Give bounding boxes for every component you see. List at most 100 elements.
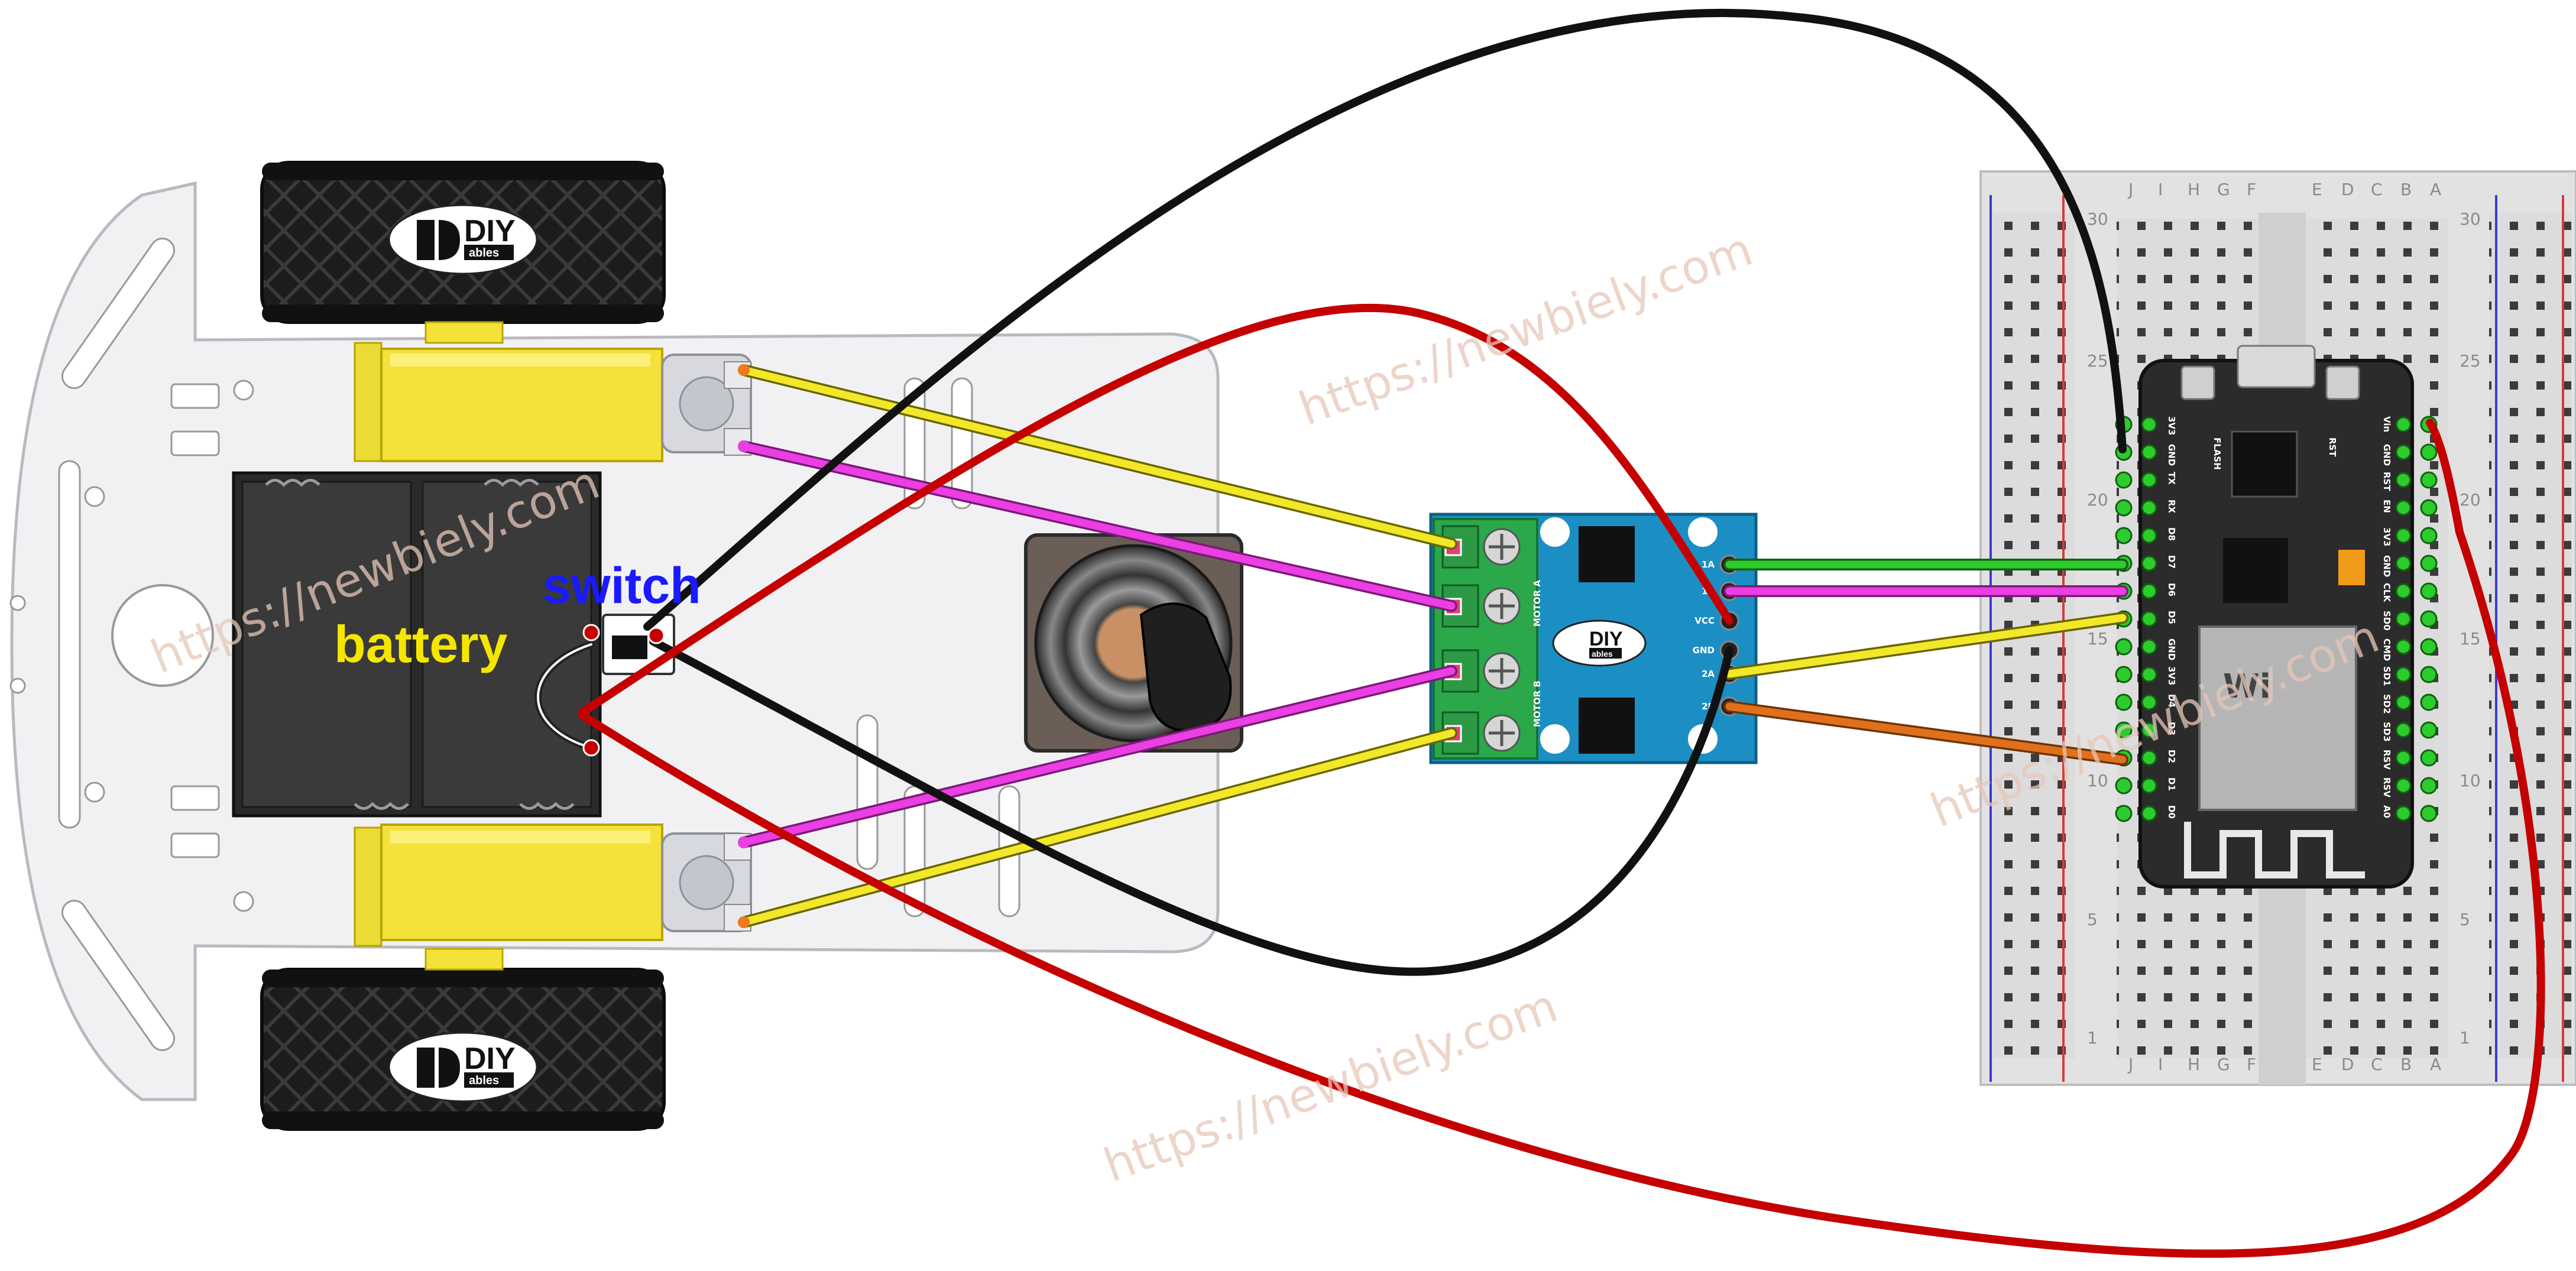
logo-subtext: ables <box>1592 649 1613 659</box>
nodemcu-pin <box>2395 722 2412 738</box>
nodemcu-pin-label: GND <box>2381 444 2392 466</box>
nodemcu-pin <box>2420 499 2438 517</box>
breadboard-column-label: B <box>2400 1055 2412 1074</box>
nodemcu-pin <box>2141 750 2157 766</box>
nodemcu-pin <box>2395 805 2412 822</box>
breadboard-column-label: C <box>2371 180 2383 199</box>
logo-text: DIY <box>464 214 516 248</box>
flash-button-label: FLASH <box>2212 437 2222 470</box>
breadboard-row-number: 20 <box>2460 490 2481 510</box>
nodemcu-pin <box>2420 721 2438 739</box>
wire-black-switch-to-gnd <box>649 637 1733 976</box>
nodemcu-right-pin-labels: VinGNDRSTEN3V3GNDCLKSD0CMDSD1SD2SD3RSVRS… <box>2381 416 2392 818</box>
nodemcu-pin <box>2115 721 2133 739</box>
wheel-top: DIY ables <box>260 161 666 344</box>
chassis-slot <box>170 832 220 858</box>
nodemcu-pin <box>2395 555 2412 572</box>
nodemcu-pin <box>2115 638 2133 656</box>
gear-motor-bottom <box>354 823 752 947</box>
wire-red-battery-to-vin <box>578 419 2545 1258</box>
watermark: https://newbiely.com <box>1097 980 1564 1193</box>
nodemcu-pin-label: SD0 <box>2381 611 2392 631</box>
chassis-slot <box>170 430 220 456</box>
breadboard-row-number: 30 <box>2087 209 2108 229</box>
nodemcu-pin-label: D6 <box>2166 583 2177 596</box>
battery-label: battery <box>334 615 507 673</box>
breadboard-row-number: 15 <box>2460 629 2481 649</box>
nodemcu-pin <box>2141 805 2157 822</box>
nodemcu-pin <box>2395 777 2412 794</box>
breadboard-column-label: D <box>2341 1055 2354 1074</box>
nodemcu-pin <box>2420 527 2438 544</box>
nodemcu-pin <box>2141 722 2157 738</box>
driver-pin-label: GND <box>1693 645 1715 656</box>
nodemcu-pin <box>2115 666 2133 683</box>
breadboard-column-label: A <box>2430 1055 2441 1074</box>
nodemcu-pin-label: A0 <box>2381 805 2392 818</box>
nodemcu-pin-label: TX <box>2166 472 2177 485</box>
breadboard-row-number: 15 <box>2087 629 2108 649</box>
breadboard-row-number: 5 <box>2087 910 2098 929</box>
chassis-slot <box>61 238 176 389</box>
nodemcu-pin <box>2141 694 2157 711</box>
wire-red-battery-to-vcc <box>578 303 1733 716</box>
chassis-hole <box>9 677 26 694</box>
nodemcu-pin-label: D0 <box>2166 805 2177 819</box>
logo-text: DIY <box>464 1042 516 1076</box>
nodemcu-pin-label: D7 <box>2166 555 2177 569</box>
nodemcu-pin <box>2115 499 2133 517</box>
chassis-slot <box>856 714 879 870</box>
nodemcu-pin <box>2420 693 2438 711</box>
breadboard-column-label: J <box>2127 180 2133 199</box>
chassis-hole <box>84 782 105 803</box>
nodemcu-esp8266-board: FLASH RST Wi 3V3GNDTXRXD8D7D6D5GND3V3D4D… <box>2115 345 2438 889</box>
chassis-hole <box>84 486 105 507</box>
diyables-logo <box>1552 620 1647 667</box>
antenna-trace <box>2184 822 2365 878</box>
nodemcu-pin <box>2141 416 2157 433</box>
breadboard-column-label: E <box>2312 180 2322 199</box>
logo-text: DIY <box>1589 628 1623 650</box>
nodemcu-pin-label: D1 <box>2166 777 2177 791</box>
breadboard-column-label: I <box>2158 1055 2163 1074</box>
nodemcu-pin <box>2420 610 2438 628</box>
nodemcu-pin <box>2115 805 2133 822</box>
nodemcu-pin-label: RST <box>2381 472 2392 491</box>
nodemcu-pin-label: RSV <box>2381 750 2392 770</box>
breadboard-column-label: A <box>2430 180 2441 199</box>
nodemcu-pin-label: Vin <box>2381 416 2392 432</box>
nodemcu-pin <box>2395 694 2412 711</box>
chassis-slot <box>61 900 176 1051</box>
watermark: https://newbiely.com <box>1292 223 1760 436</box>
nodemcu-pin <box>2115 471 2133 489</box>
nodemcu-pin-label: D3 <box>2166 722 2177 735</box>
breadboard-row-number: 30 <box>2460 209 2481 229</box>
breadboard-column-label: D <box>2341 180 2354 199</box>
motor-b-label: MOTOR B <box>1532 680 1543 727</box>
nodemcu-pin <box>2115 693 2133 711</box>
nodemcu-pin <box>2420 582 2438 600</box>
nodemcu-pin <box>2115 527 2133 544</box>
nodemcu-pin <box>2395 416 2412 433</box>
nodemcu-pin-label: RSV <box>2381 777 2392 797</box>
nodemcu-pin <box>2395 527 2412 544</box>
breadboard-column-label: C <box>2371 1055 2383 1074</box>
breadboard-row-number: 10 <box>2087 771 2108 790</box>
nodemcu-pin-label: 3V3 <box>2381 527 2392 546</box>
terminal-block <box>1441 525 1521 755</box>
caster-wheel <box>1024 533 1243 753</box>
switch-label: switch <box>543 557 701 614</box>
chassis-hole <box>111 584 214 687</box>
nodemcu-pin <box>2395 472 2412 488</box>
nodemcu-pin <box>2420 805 2438 822</box>
breadboard-column-label: H <box>2188 1055 2200 1074</box>
nodemcu-pin-label: EN <box>2381 500 2392 513</box>
wires <box>534 8 2545 1258</box>
nodemcu-pin <box>2420 471 2438 489</box>
nodemcu-pin <box>2395 500 2412 516</box>
breadboard-column-label: F <box>2247 180 2256 199</box>
